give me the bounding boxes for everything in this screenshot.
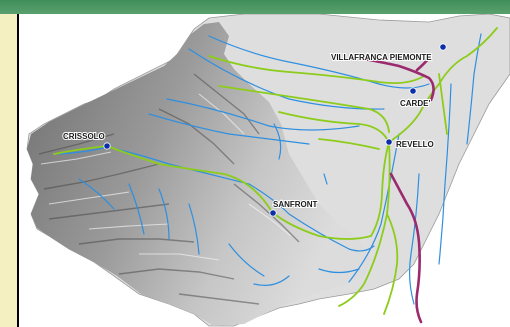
- town-label-villafranca: VILLAFRANCA PIEMONTE: [331, 53, 432, 62]
- left-sidebar: [0, 14, 19, 327]
- town-marker-sanfront: [269, 209, 277, 217]
- town-markers: [103, 43, 447, 217]
- town-marker-villafranca: [439, 43, 447, 51]
- town-marker-carde: [409, 87, 417, 95]
- ridge-highlights: [40, 93, 292, 261]
- map-area: VILLAFRANCA PIEMONTE CARDE' REVELLO CRIS…: [19, 14, 510, 327]
- map-canvas: VILLAFRANCA PIEMONTE CARDE' REVELLO CRIS…: [26, 14, 510, 327]
- town-label-sanfront: SANFRONT: [273, 200, 318, 209]
- town-label-carde: CARDE': [400, 99, 430, 108]
- town-label-revello: REVELLO: [396, 140, 434, 149]
- header-band: [0, 0, 510, 14]
- ridge-shading: [38, 73, 300, 305]
- town-label-crissolo: CRISSOLO: [63, 132, 105, 141]
- town-labels: VILLAFRANCA PIEMONTE CARDE' REVELLO CRIS…: [62, 52, 435, 210]
- route-network: [53, 27, 498, 315]
- town-marker-crissolo: [103, 142, 111, 150]
- town-marker-revello: [385, 138, 393, 146]
- rivers: [58, 33, 482, 305]
- mountain-relief: [27, 22, 371, 326]
- highlighted-segments: [357, 56, 435, 324]
